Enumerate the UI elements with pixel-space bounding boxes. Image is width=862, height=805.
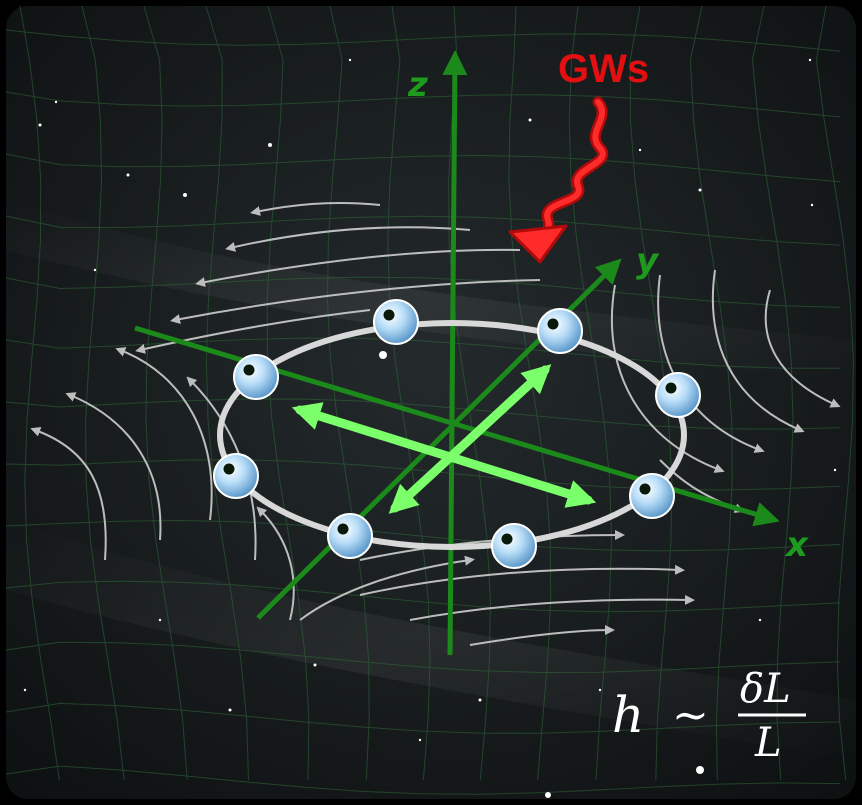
- test-mass: [655, 372, 701, 418]
- particle-ring: [217, 320, 687, 550]
- z-axis: [442, 50, 468, 656]
- star: [758, 618, 762, 622]
- star-field: [23, 58, 837, 798]
- test-mass: [373, 299, 419, 345]
- grid-line: [815, 5, 854, 781]
- grid-line: [751, 5, 794, 781]
- milky-haze: [6, 520, 856, 760]
- grid-line: [568, 5, 613, 781]
- star: [833, 468, 837, 472]
- star: [478, 698, 482, 702]
- y-axis-label: y: [636, 241, 660, 281]
- test-masses: [213, 299, 701, 569]
- test-mass: [213, 453, 259, 499]
- field-line: [469, 625, 615, 646]
- field-line: [135, 309, 371, 354]
- field-line: [195, 248, 521, 287]
- grid-line: [5, 519, 841, 552]
- star: [93, 268, 97, 272]
- grid-line: [19, 5, 60, 781]
- star: [598, 688, 602, 692]
- star: [696, 766, 704, 774]
- star: [545, 792, 551, 798]
- field-line: [359, 530, 625, 561]
- star: [379, 351, 387, 359]
- star: [698, 188, 702, 192]
- formula-denominator: L: [754, 720, 782, 766]
- z-axis-label: z: [407, 65, 428, 105]
- grid-line: [5, 215, 841, 246]
- field-line: [225, 226, 471, 252]
- star: [126, 173, 130, 177]
- grid-line: [5, 91, 841, 118]
- grid-line: [5, 702, 841, 734]
- star: [54, 100, 58, 104]
- grid-line: [5, 276, 841, 308]
- grid-line: [5, 580, 841, 613]
- field-line: [610, 284, 725, 473]
- field-line: [30, 427, 107, 561]
- tidal-field-lines: [30, 202, 841, 646]
- test-mass: [327, 513, 373, 559]
- star: [158, 618, 162, 622]
- field-line: [299, 555, 475, 621]
- field-line: [409, 594, 695, 621]
- milky-haze-upper: [6, 200, 856, 380]
- star: [808, 58, 812, 62]
- star: [183, 193, 187, 197]
- field-line: [764, 289, 841, 408]
- star: [228, 708, 232, 712]
- star: [348, 58, 352, 62]
- squeeze-arrow: [388, 364, 552, 514]
- gw-label: GWs: [558, 47, 649, 91]
- grid-line: [689, 5, 733, 781]
- star: [38, 123, 42, 127]
- gw-wave-icon: [508, 96, 609, 264]
- star: [268, 143, 272, 147]
- star: [528, 118, 532, 122]
- field-line: [250, 202, 381, 216]
- grid-line: [5, 765, 841, 795]
- grid-line: [5, 641, 841, 674]
- test-mass: [537, 308, 583, 354]
- field-line: [711, 269, 805, 433]
- grid-line: [5, 29, 841, 52]
- star: [313, 663, 317, 667]
- formula-relation: ~: [672, 690, 709, 741]
- test-mass: [233, 354, 279, 400]
- grid-line: [143, 5, 188, 781]
- field-line: [170, 279, 541, 324]
- x-axis-label: x: [784, 525, 809, 565]
- grid-line: [5, 153, 841, 183]
- field-line: [256, 506, 295, 621]
- strain-formula: h ~ δL L: [612, 666, 806, 766]
- star: [638, 148, 642, 152]
- test-mass: [629, 473, 675, 519]
- test-mass: [491, 523, 537, 569]
- field-line: [65, 392, 162, 541]
- star: [23, 688, 27, 692]
- formula-lhs: h: [612, 686, 644, 744]
- field-line: [115, 347, 213, 521]
- formula-numerator: δL: [740, 666, 791, 712]
- grid-line: [81, 5, 125, 781]
- star: [810, 203, 814, 207]
- star: [418, 738, 422, 742]
- deformation-arrows: [291, 364, 597, 514]
- field-line: [359, 564, 685, 596]
